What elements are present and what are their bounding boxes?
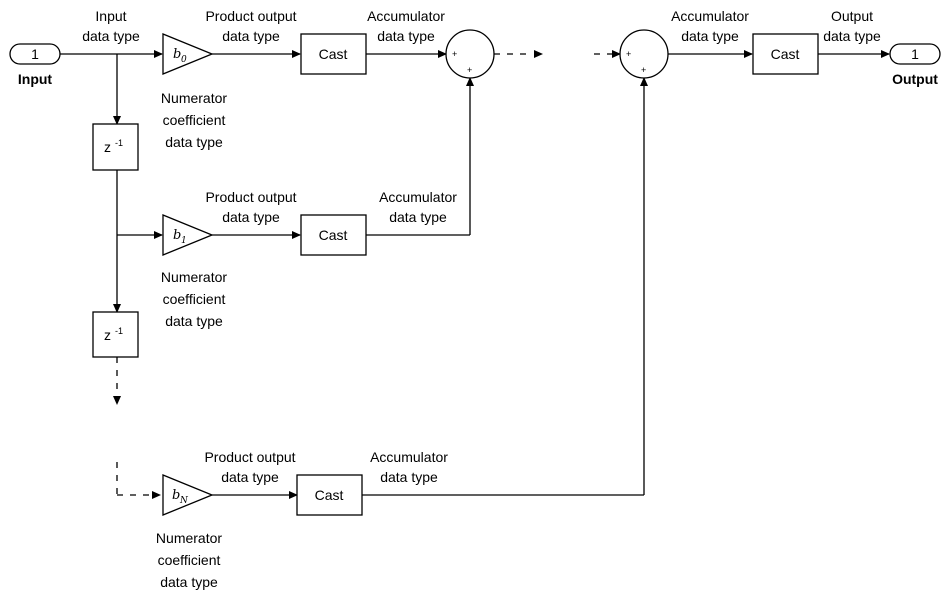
delay-2-exponent: -1 [115,326,123,336]
num-dt-1-line2: coefficient [163,291,226,307]
cast-block-output[interactable]: Cast [752,33,819,75]
sum-last-plus-bottom: + [641,65,646,75]
delay-2-z: z [104,327,111,343]
num-dt-n-line2: coefficient [158,552,221,568]
sum-last-plus-left: + [626,49,631,59]
input-port-number: 1 [31,46,39,62]
input-port[interactable]: 1 [9,43,61,65]
delay-1-exponent: -1 [115,138,123,148]
gain-bn-subscript: N [179,496,189,506]
gain-bn-letter: b [172,488,180,503]
prod-dt-n-line2: data type [221,469,279,485]
acc-dt-0-line2: data type [377,28,435,44]
out-dt-line2: data type [823,28,881,44]
input-dt-line1: Input [95,8,126,24]
unit-delay-block-1[interactable]: z -1 [92,123,139,171]
num-dt-n-line1: Numerator [156,530,222,546]
output-port-number: 1 [911,46,919,62]
sum-block-first[interactable]: + + [445,29,495,79]
acc-dt-n-line1: Accumulator [370,449,448,465]
acc-dt-0-line1: Accumulator [367,8,445,24]
gain-block-bn[interactable]: b N [162,474,214,516]
gain-b0-subscript: 0 [181,55,187,65]
prod-dt-n-line1: Product output [204,449,295,465]
acc-dt-n-line2: data type [380,469,438,485]
cast-b1-label: Cast [319,227,348,243]
cast-block-b0[interactable]: Cast [300,33,367,75]
prod-dt-1-line2: data type [222,209,280,225]
acc-dt-out-line2: data type [681,28,739,44]
acc-dt-out-line1: Accumulator [671,8,749,24]
prod-dt-0-line2: data type [222,28,280,44]
num-dt-1-line1: Numerator [161,269,227,285]
output-port-label: Output [892,71,938,87]
sum-first-plus-bottom: + [467,65,472,75]
input-dt-line2: data type [82,28,140,44]
num-dt-n-line3: data type [160,574,218,590]
cast-bn-label: Cast [315,487,344,503]
delay-1-z: z [104,139,111,155]
cast-block-bn[interactable]: Cast [296,474,363,516]
sum-first-plus-left: + [452,49,457,59]
num-dt-0-line2: coefficient [163,112,226,128]
acc-dt-1-line2: data type [389,209,447,225]
out-dt-line1: Output [831,8,873,24]
cast-b0-label: Cast [319,46,348,62]
sum-block-last[interactable]: + + [619,29,669,79]
num-dt-0-line1: Numerator [161,90,227,106]
gain-block-b1[interactable]: b 1 [162,214,214,256]
input-port-label: Input [18,71,53,87]
gain-b0-letter: b [173,47,181,62]
num-dt-1-line3: data type [165,313,223,329]
cast-output-label: Cast [771,46,800,62]
output-port[interactable]: 1 [889,43,941,65]
gain-b1-letter: b [173,228,181,243]
acc-dt-1-line1: Accumulator [379,189,457,205]
cast-block-b1[interactable]: Cast [300,214,367,256]
unit-delay-block-2[interactable]: z -1 [92,311,139,358]
prod-dt-0-line1: Product output [205,8,296,24]
gain-b1-subscript: 1 [181,236,187,246]
signal-wires [60,50,890,499]
num-dt-0-line3: data type [165,134,223,150]
gain-block-b0[interactable]: b 0 [162,33,214,75]
prod-dt-1-line1: Product output [205,189,296,205]
